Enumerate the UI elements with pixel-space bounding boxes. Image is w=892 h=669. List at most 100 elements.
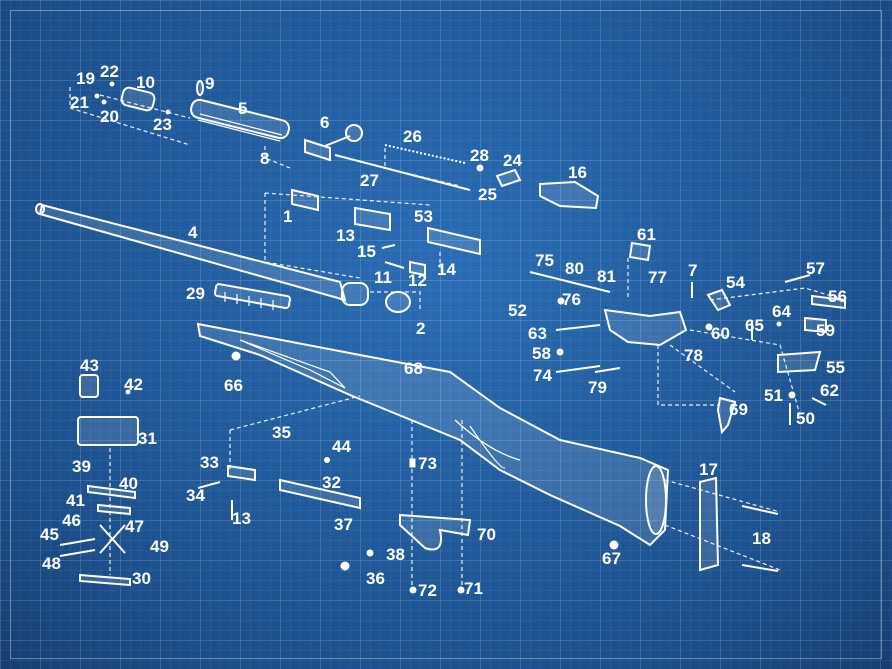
- label-49: 49: [150, 537, 169, 556]
- leader-57: [709, 287, 846, 301]
- label-80: 80: [565, 259, 584, 278]
- label-70: 70: [477, 525, 496, 544]
- part-67-screw: [609, 540, 619, 550]
- label-27: 27: [360, 171, 379, 190]
- part-68-butt-end: [645, 465, 667, 535]
- label-41: 41: [66, 491, 85, 510]
- label-34: 34: [186, 486, 205, 505]
- label-12: 12: [408, 271, 427, 290]
- blueprint-frame: [10, 10, 882, 659]
- label-72: 72: [418, 581, 437, 600]
- part-68-stock-body: [196, 322, 670, 547]
- label-14: 14: [437, 260, 456, 279]
- part-60-pin: [705, 323, 713, 331]
- label-50: 50: [796, 409, 815, 428]
- part-1-lug: [291, 188, 319, 212]
- part-58-pin: [556, 348, 564, 356]
- part-30-floorplate: [79, 573, 131, 587]
- trigger-mechanism: [529, 241, 846, 435]
- label-43: 43: [80, 356, 99, 375]
- part-70-trigger-guard: [399, 513, 472, 551]
- label-57: 57: [806, 259, 825, 278]
- part-79-pin: [594, 367, 621, 373]
- part-51-pin: [788, 391, 796, 399]
- leader-8: [264, 146, 291, 169]
- part-18-screw-bottom: [741, 564, 779, 572]
- label-76: 76: [562, 290, 581, 309]
- label-29: 29: [186, 284, 205, 303]
- part-44-pin: [324, 457, 330, 463]
- part-76-pin: [557, 297, 565, 305]
- part-22-pin: [109, 81, 115, 87]
- part-57-screw: [784, 274, 811, 283]
- part-36-pin: [340, 561, 350, 571]
- leader-55: [689, 329, 801, 416]
- label-32: 32: [322, 473, 341, 492]
- part-16-shroud: [539, 180, 600, 210]
- part-43-block: [79, 374, 99, 398]
- leader-2: [370, 291, 421, 312]
- part-6-knob: [345, 124, 363, 142]
- label-54: 54: [726, 273, 745, 292]
- part-53-bracket: [427, 226, 481, 256]
- part-5-bolt-body: [190, 98, 290, 140]
- label-40: 40: [119, 474, 138, 493]
- label-79: 79: [588, 378, 607, 397]
- label-37: 37: [334, 515, 353, 534]
- part-71-screw: [457, 586, 465, 594]
- part-64-pin: [776, 321, 782, 327]
- label-25: 25: [478, 185, 497, 204]
- part-18-screw-top: [741, 505, 779, 515]
- part-labels: 19 22 10 9 21 20 23 5 6 26 8 28 24 16 27…: [40, 62, 847, 600]
- label-77: 77: [648, 268, 667, 287]
- part-73-screw: [409, 458, 416, 468]
- label-75: 75: [535, 251, 554, 270]
- part-9-pin: [196, 80, 204, 96]
- part-20-pin: [101, 99, 107, 105]
- label-55: 55: [826, 358, 845, 377]
- part-61-safety: [628, 241, 652, 262]
- part-42-pin: [125, 389, 131, 395]
- label-52: 52: [508, 301, 527, 320]
- part-68-forend-inlay: [239, 339, 346, 389]
- part-6-bolt-handle: [304, 138, 331, 162]
- magazine-group: [59, 374, 139, 587]
- label-73: 73: [418, 454, 437, 473]
- label-4: 4: [188, 223, 198, 242]
- label-11: 11: [374, 268, 392, 287]
- leader-26: [384, 148, 461, 187]
- label-62: 62: [820, 381, 839, 400]
- label-19: 19: [76, 69, 95, 88]
- part-41-plate: [97, 503, 131, 516]
- part-4-muzzle: [35, 203, 45, 215]
- part-5-flutes: [197, 113, 283, 142]
- label-5: 5: [238, 99, 247, 118]
- label-1: 1: [283, 207, 292, 226]
- label-13b: 13: [232, 509, 251, 528]
- part-68-grip-inlay: [454, 419, 521, 469]
- leader-53-box: [264, 192, 431, 279]
- label-53: 53: [414, 207, 433, 226]
- label-35: 35: [272, 423, 291, 442]
- label-30: 30: [132, 569, 151, 588]
- label-74: 74: [533, 366, 552, 385]
- part-34-screw: [197, 481, 221, 489]
- label-68: 68: [404, 359, 423, 378]
- part-77-housing: [603, 308, 688, 347]
- label-67: 67: [602, 549, 621, 568]
- leader-17: [664, 479, 781, 571]
- label-26: 26: [403, 127, 422, 146]
- part-38-pin: [366, 549, 374, 557]
- label-65: 65: [745, 316, 764, 335]
- label-36: 36: [366, 569, 385, 588]
- part-17-buttpad: [699, 476, 720, 572]
- label-60: 60: [711, 324, 730, 343]
- label-78: 78: [684, 346, 703, 365]
- part-15-pin: [381, 244, 396, 249]
- part-72-screw: [409, 586, 417, 594]
- label-33: 33: [200, 453, 219, 472]
- part-2-ring: [385, 291, 411, 313]
- label-6: 6: [320, 113, 329, 132]
- part-28-pin: [476, 164, 484, 172]
